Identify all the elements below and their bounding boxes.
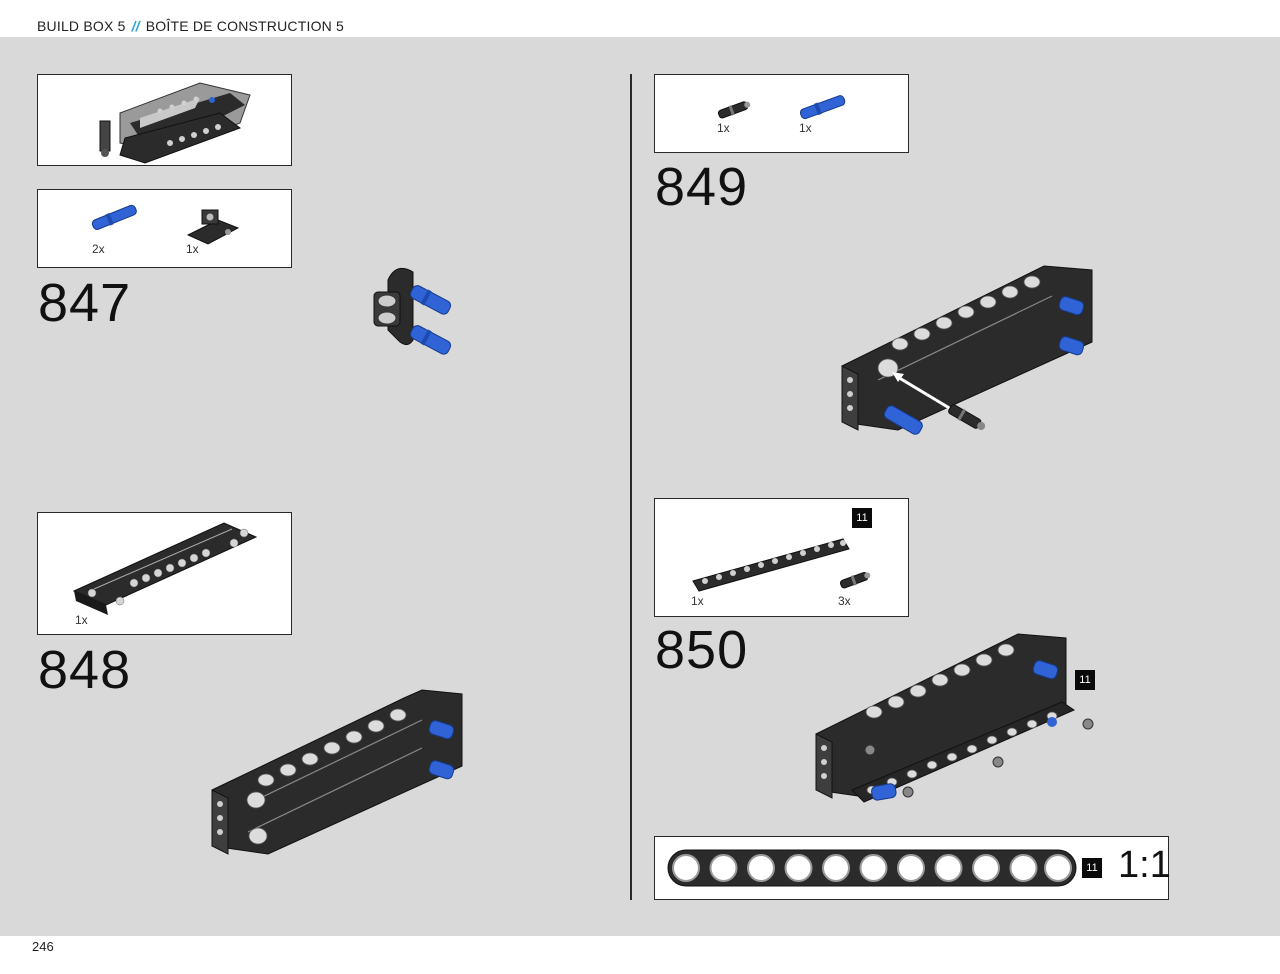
blue-long-axle-pin-icon: [799, 95, 846, 120]
black-axle-pin-icon: [839, 572, 871, 589]
step-848-part-1-qty: 1x: [75, 613, 88, 627]
header-separator: //: [131, 18, 140, 34]
header-title-fr: BOÎTE DE CONSTRUCTION 5: [145, 18, 345, 34]
page-header: BUILD BOX 5 // BOÎTE DE CONSTRUCTION 5: [0, 0, 1280, 37]
step-850-beam-length-badge: 11: [852, 508, 872, 528]
black-11-hole-beam-icon: [692, 538, 850, 592]
header-title-en: BUILD BOX 5: [37, 18, 126, 34]
column-divider: [630, 74, 632, 900]
step-850-number: 850: [655, 620, 749, 680]
step-848-number: 848: [38, 640, 132, 700]
step-847-part-2-qty: 1x: [186, 242, 199, 256]
step-847-part-1-qty: 2x: [92, 242, 105, 256]
blue-long-axle-pin-icon: [91, 204, 137, 230]
step-849-number: 849: [655, 157, 749, 217]
step-847-assembly-illustration: [373, 267, 452, 355]
step-850-part-1-qty: 1x: [691, 594, 704, 608]
scale-ruler-box: 11: [654, 836, 1169, 900]
step-848-assembly-illustration: [211, 689, 463, 855]
step-849-part-2-qty: 1x: [799, 121, 812, 135]
page-footer: 246: [0, 936, 1280, 974]
step-848-parts-box: 1x: [37, 512, 292, 635]
step-849-assembly-illustration: [841, 265, 1093, 435]
ruler-beam-icon: [667, 849, 1077, 887]
step-850-parts-box: 11 1x 3x: [654, 498, 909, 617]
ruler-length-badge: 11: [1082, 858, 1102, 878]
step-850-assembly-illustration: [815, 633, 1094, 803]
page-number: 246: [32, 939, 54, 954]
step-849-part-1-qty: 1x: [717, 121, 730, 135]
subassembly-icon: [99, 82, 251, 164]
step-850-callout-badge: 11: [1075, 670, 1095, 690]
subassembly-reference-box: [37, 74, 292, 166]
black-pin-connector-block-icon: [186, 209, 240, 245]
step-849-parts-box: 1x 1x: [654, 74, 909, 153]
black-panel-beam-icon: [72, 522, 258, 615]
step-847-parts-box: 2x 1x: [37, 189, 292, 268]
step-850-part-2-qty: 3x: [838, 594, 851, 608]
black-axle-pin-icon: [717, 101, 751, 119]
ruler-scale-label: 1:1: [1118, 844, 1171, 886]
step-847-number: 847: [38, 273, 132, 333]
header-title: BUILD BOX 5 // BOÎTE DE CONSTRUCTION 5: [37, 18, 344, 34]
